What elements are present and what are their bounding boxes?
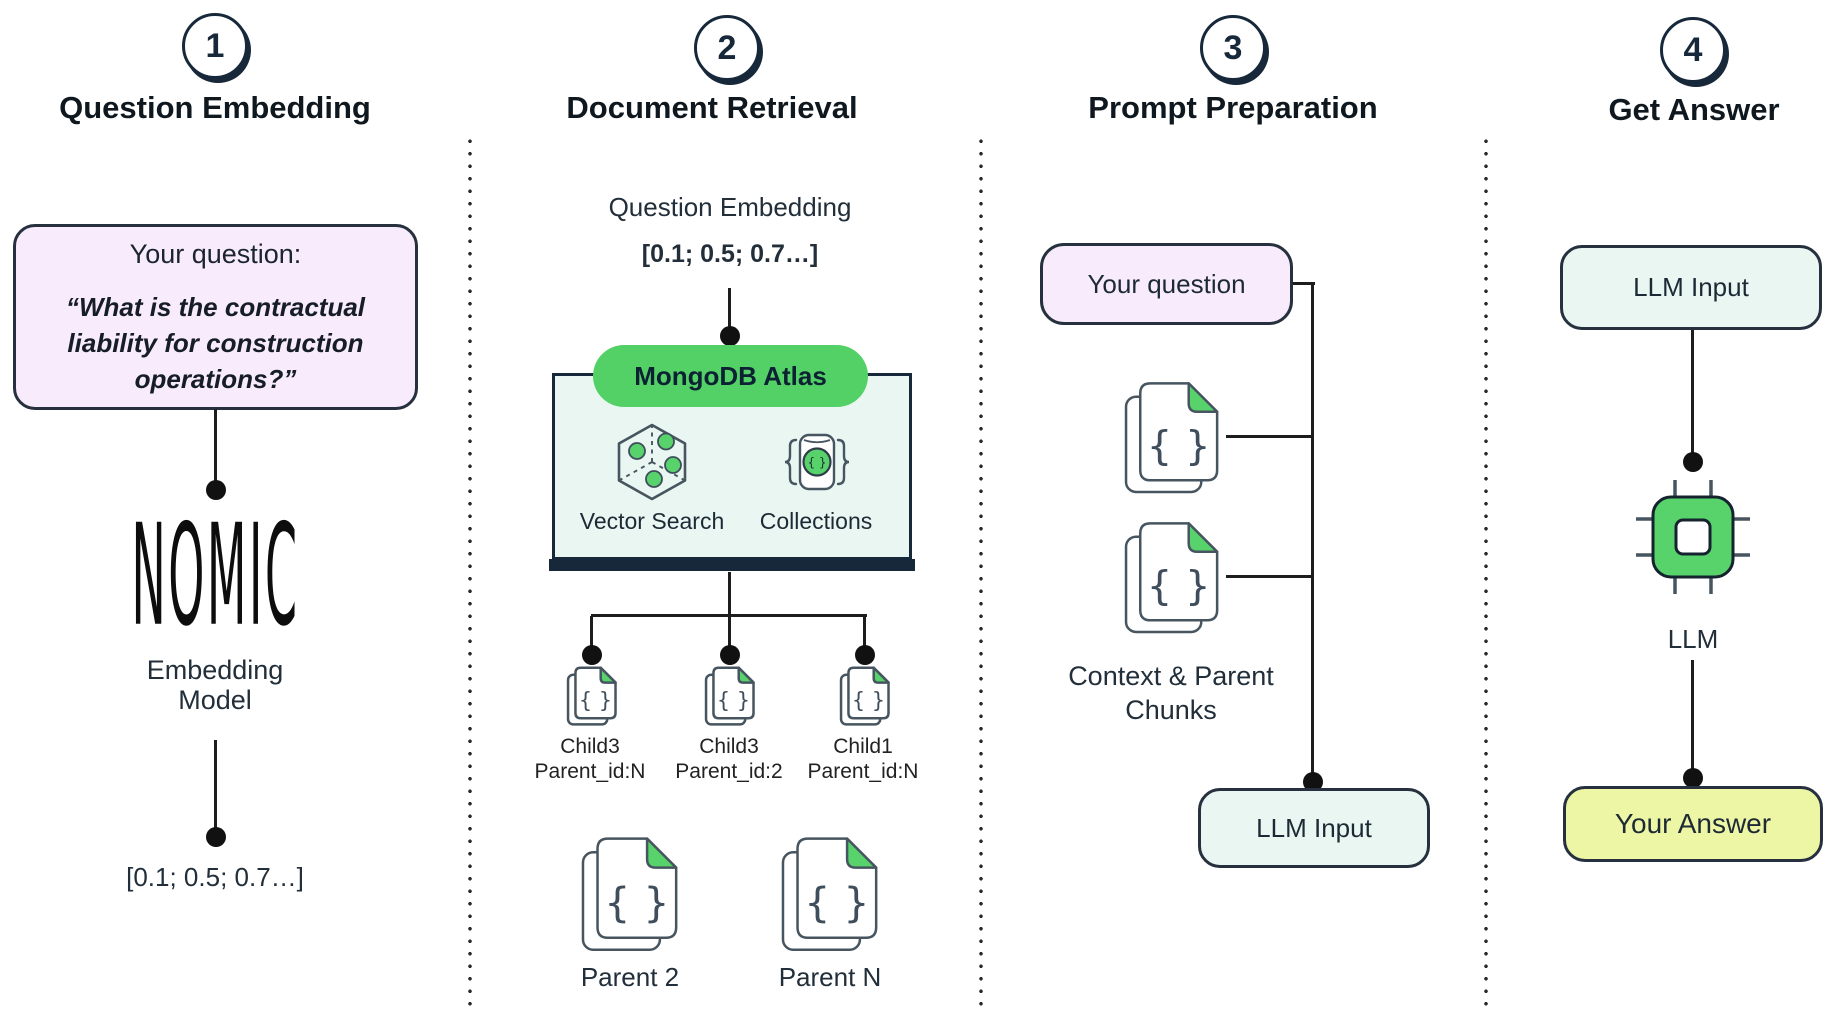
llm-chip-icon — [1636, 480, 1750, 594]
connector-line — [214, 740, 217, 828]
parent-document-icon — [777, 835, 883, 955]
step-1-title: Question Embedding — [59, 90, 371, 125]
parent-document-icon — [577, 835, 683, 955]
connector-dot — [720, 645, 740, 665]
connector-line — [1311, 283, 1314, 784]
nomic-logo: NOMIC — [65, 496, 365, 659]
child-doc-name: Child3 — [560, 735, 620, 758]
connector-dot — [1683, 768, 1703, 788]
step-3-title: Prompt Preparation — [1088, 90, 1378, 125]
question-box-text: “What is the contractual liability for c… — [65, 292, 366, 394]
mongodb-atlas-pill: MongoDB Atlas — [593, 345, 868, 407]
child-doc-label: Child3 Parent_id:2 — [644, 735, 814, 785]
step-4-badge: 4 — [1660, 17, 1726, 83]
connector-line — [863, 616, 866, 648]
connector-line — [1226, 575, 1312, 578]
atlas-box-shadow-bar — [549, 559, 915, 571]
child-doc-name: Child3 — [699, 735, 759, 758]
context-chunks-label: Context & Parent Chunks — [1068, 661, 1274, 725]
embedding-model-caption: Embedding Model — [146, 655, 284, 716]
connector-line — [1691, 330, 1694, 454]
embedding-vector-text: [0.1; 0.5; 0.7…] — [126, 862, 304, 892]
child-doc-parent-id: Parent_id:N — [807, 759, 919, 783]
context-chunks-icon — [1120, 520, 1224, 637]
nomic-logo-text: NOMIC — [130, 495, 300, 659]
connector-dot — [206, 827, 226, 847]
connector-line — [590, 616, 593, 648]
child-doc-name: Child1 — [833, 735, 893, 758]
vector-search-icon — [617, 423, 687, 501]
question-embedding-label: Question Embedding — [608, 192, 852, 222]
step-4-title: Get Answer — [1608, 92, 1780, 127]
child-document-icon — [838, 666, 892, 727]
question-box: Your question: “What is the contractual … — [13, 224, 418, 410]
connector-dot — [855, 645, 875, 665]
parent-doc-label: Parent N — [778, 962, 882, 992]
context-chunks-icon — [1120, 380, 1224, 497]
column-divider — [468, 135, 472, 1007]
child-doc-parent-id: Parent_id:2 — [675, 759, 783, 783]
step-2-number: 2 — [717, 28, 737, 67]
collections-icon: { } — [784, 433, 850, 491]
parent-doc-label: Parent 2 — [580, 962, 680, 992]
your-answer-node: Your Answer — [1563, 786, 1823, 862]
collections-label: Collections — [759, 508, 873, 534]
child-doc-label: Child3 Parent_id:N — [505, 735, 675, 785]
connector-line — [728, 616, 731, 648]
child-document-icon — [565, 666, 619, 727]
llm-input-node: LLM Input — [1560, 245, 1822, 330]
step-3-number: 3 — [1223, 28, 1243, 67]
connector-line — [728, 288, 731, 328]
llm-input-node: LLM Input — [1198, 788, 1430, 868]
connector-dot — [582, 645, 602, 665]
connector-dot — [1683, 452, 1703, 472]
step-2-title: Document Retrieval — [566, 90, 858, 125]
svg-text:{ }: { } — [807, 456, 826, 470]
connector-line — [1293, 282, 1315, 285]
vector-search-label: Vector Search — [579, 508, 725, 534]
connector-dot — [720, 326, 740, 346]
connector-line — [728, 572, 731, 616]
step-1-badge: 1 — [182, 13, 248, 79]
connector-dot — [206, 480, 226, 500]
step-1-number: 1 — [205, 26, 225, 65]
your-question-node: Your question — [1040, 243, 1293, 325]
step-4-number: 4 — [1683, 30, 1703, 69]
child-doc-parent-id: Parent_id:N — [534, 759, 646, 783]
column-divider — [1484, 135, 1488, 1007]
connector-line — [214, 409, 217, 481]
llm-label: LLM — [1667, 624, 1719, 654]
connector-line — [591, 614, 867, 617]
question-box-label: Your question: — [129, 239, 302, 269]
connector-line — [1226, 435, 1312, 438]
child-document-icon — [703, 666, 757, 727]
query-vector-text: [0.1; 0.5; 0.7…] — [641, 240, 819, 268]
connector-dot — [1303, 772, 1323, 792]
connector-line — [1691, 660, 1694, 770]
step-3-badge: 3 — [1200, 15, 1266, 81]
child-doc-label: Child1 Parent_id:N — [778, 735, 948, 785]
column-divider — [979, 135, 983, 1007]
step-2-badge: 2 — [694, 15, 760, 81]
